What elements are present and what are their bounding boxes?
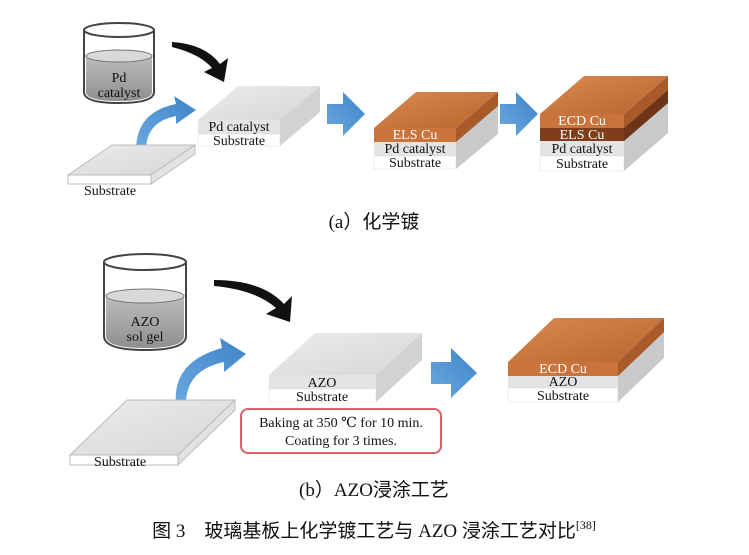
layer-label-pd: Pd catalyst — [208, 120, 269, 135]
stack-ecd-azo-substrate: ECD Cu AZO Substrate — [507, 318, 664, 404]
layer-label-els-cu: ELS Cu — [393, 128, 438, 143]
layer-label-azo: AZO — [549, 375, 578, 390]
layer-label-els-cu: ELS Cu — [560, 128, 605, 143]
beaker-label-line1: AZO — [131, 315, 160, 330]
layer-label-ecd-cu: ECD Cu — [539, 362, 587, 377]
beaker-label-line2: sol gel — [127, 330, 164, 345]
substrate-plate-b: Substrate — [68, 398, 237, 470]
blue-arrow-icon — [431, 348, 477, 398]
stack-azo-substrate: AZO Substrate — [268, 333, 422, 405]
panel-b: AZO sol gel Substrate AZO Substrate Baki… — [68, 253, 664, 501]
black-arrow-icon — [172, 42, 228, 82]
stack-pd-substrate: Pd catalyst Substrate — [197, 86, 320, 149]
blue-arrow-icon — [327, 92, 365, 136]
blue-arrow-icon — [500, 92, 538, 136]
layer-label-pd: Pd catalyst — [384, 142, 445, 157]
substrate-label: Substrate — [84, 184, 136, 199]
process-note-box: Baking at 350 ℃ for 10 min. Coating for … — [240, 408, 442, 454]
layer-label-ecd-cu: ECD Cu — [558, 114, 606, 129]
layer-label-azo: AZO — [308, 376, 337, 391]
blue-curved-arrow-icon — [175, 338, 246, 404]
figure-caption: 图 3 玻璃基板上化学镀工艺与 AZO 浸涂工艺对比[38] — [152, 518, 596, 542]
beaker-pd-catalyst: Pd catalyst — [83, 22, 155, 105]
layer-label-substrate: Substrate — [389, 156, 441, 171]
note-line1: Baking at 350 ℃ for 10 min. — [259, 416, 423, 431]
panel-b-caption: (b）AZO浸涂工艺 — [299, 479, 449, 501]
panel-a: Pd catalyst Substrate Pd catalyst Substr… — [66, 22, 668, 233]
panel-a-caption: (a）化学镀 — [329, 211, 420, 233]
beaker-label-line1: Pd — [112, 71, 127, 86]
black-arrow-icon — [214, 280, 292, 322]
figure-caption-text: 图 3 玻璃基板上化学镀工艺与 AZO 浸涂工艺对比 — [152, 520, 576, 542]
layer-label-substrate: Substrate — [556, 157, 608, 172]
blue-curved-arrow-icon — [136, 96, 196, 150]
layer-label-substrate: Substrate — [537, 389, 589, 404]
note-line2: Coating for 3 times. — [285, 434, 397, 449]
stack-ecd-els-pd-substrate: ECD Cu ELS Cu Pd catalyst Substrate — [539, 76, 668, 172]
layer-label-pd: Pd catalyst — [551, 142, 612, 157]
layer-label-substrate: Substrate — [213, 134, 265, 149]
substrate-plate-a: Substrate — [66, 144, 197, 199]
substrate-label: Substrate — [94, 455, 146, 470]
figure-caption-ref: [38] — [576, 518, 596, 532]
beaker-label-line2: catalyst — [98, 86, 141, 101]
beaker-azo-sol-gel: AZO sol gel — [103, 253, 187, 352]
stack-els-pd-substrate: ELS Cu Pd catalyst Substrate — [373, 92, 498, 171]
layer-label-substrate: Substrate — [296, 390, 348, 405]
